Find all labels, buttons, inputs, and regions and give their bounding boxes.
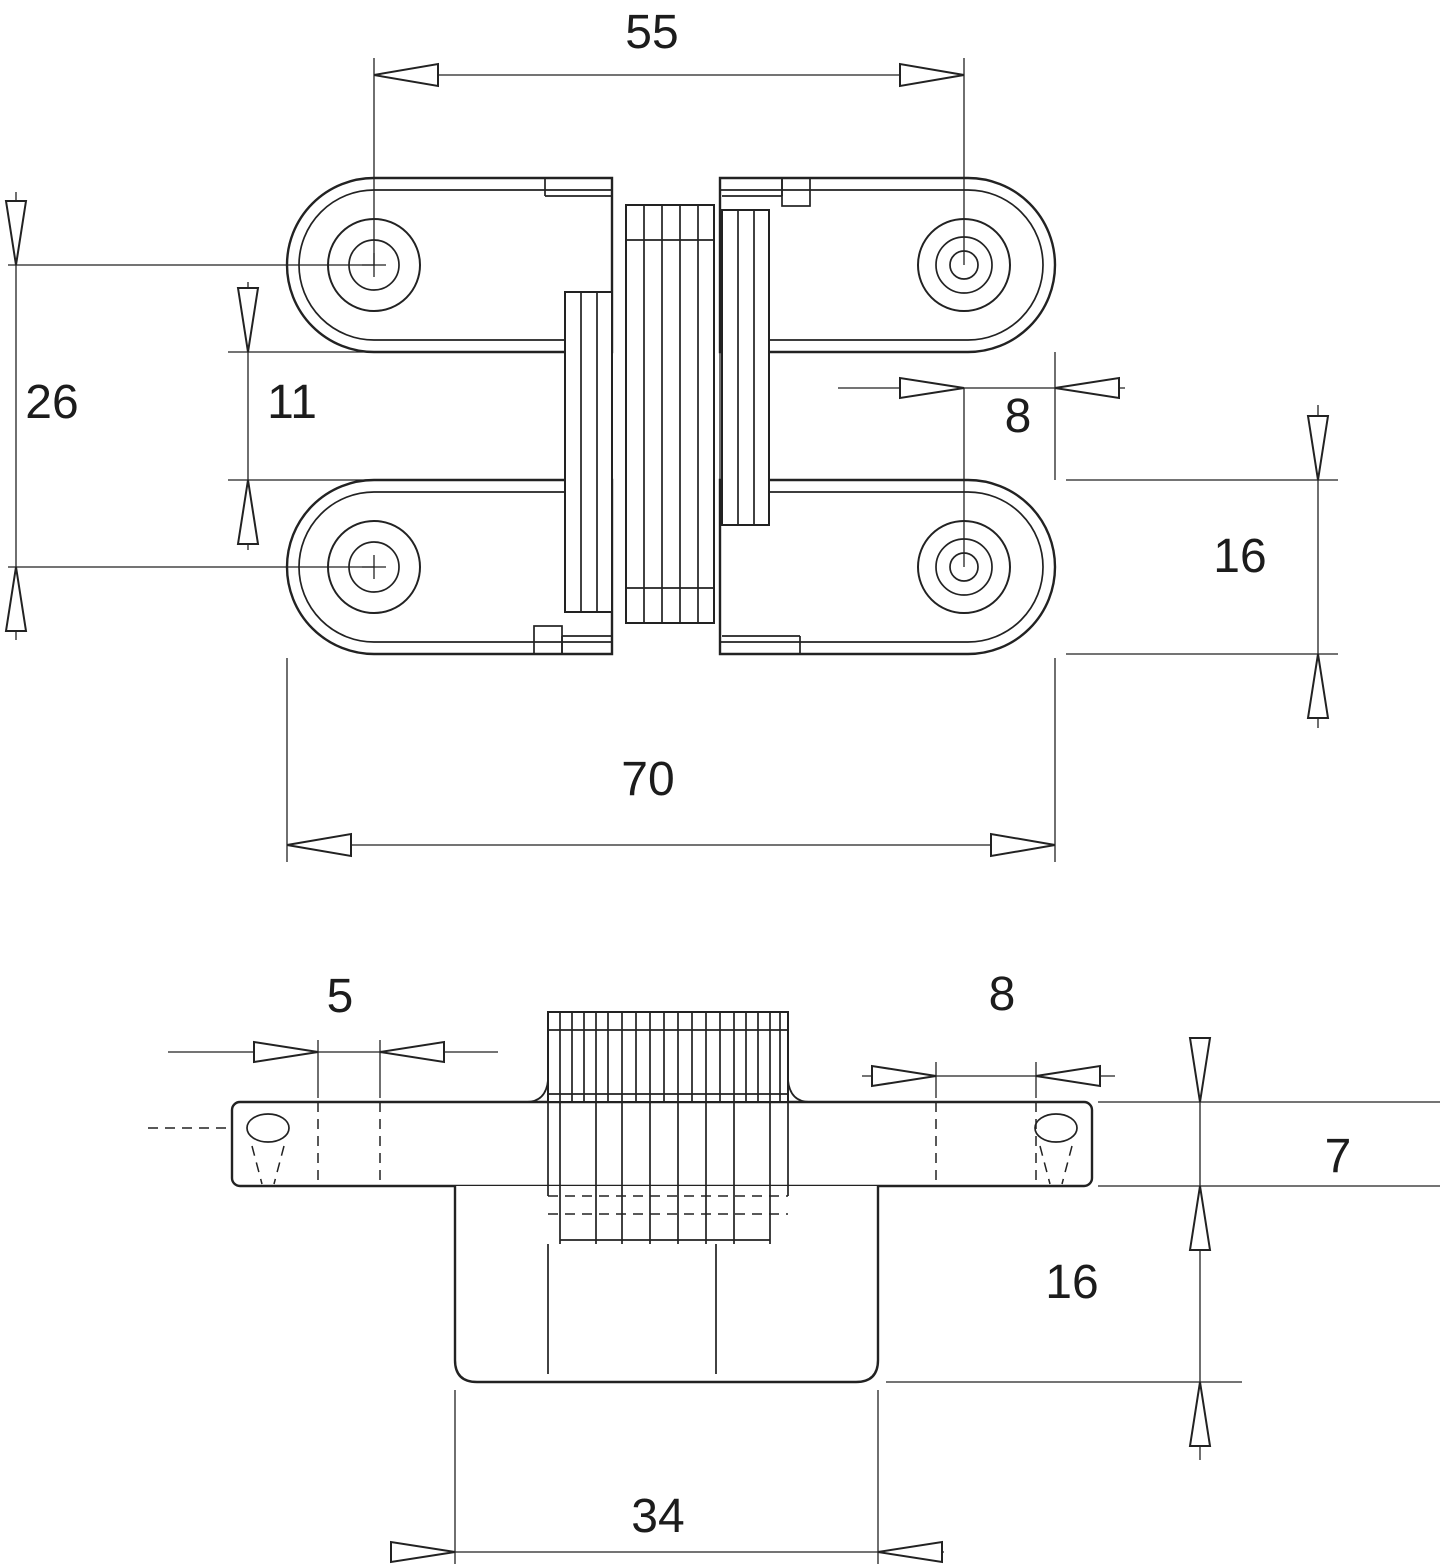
dim-hole-dia-right: 8 xyxy=(862,968,1115,1098)
dim-leaf-thickness: 7 xyxy=(1098,1037,1440,1460)
dim-label-8-side: 8 xyxy=(989,968,1016,1021)
dim-body-length: 34 xyxy=(390,1390,944,1564)
dim-hole-spacing-v: 26 xyxy=(4,192,374,640)
arrowhead-right xyxy=(877,1540,943,1564)
arrowhead-top xyxy=(1188,1037,1212,1103)
arrowhead-right xyxy=(379,1040,445,1064)
dim-label-34: 34 xyxy=(631,1490,684,1543)
arrowhead-left xyxy=(286,832,352,858)
knuckle-side xyxy=(547,1011,789,1374)
arrowhead-left xyxy=(390,1540,456,1564)
arrowhead-left xyxy=(871,1064,937,1088)
leaf-tab-bottom-left xyxy=(533,625,563,655)
knuckle-left-links xyxy=(564,291,613,613)
knuckle-right-links xyxy=(721,209,770,526)
dim-arm-gap: 11 xyxy=(228,282,374,550)
dim-label-26: 26 xyxy=(25,376,78,429)
dim-label-7: 7 xyxy=(1325,1130,1352,1183)
arrowhead-top xyxy=(236,287,260,353)
countersink-hidden-right xyxy=(935,1102,1073,1186)
dim-overall-length: 70 xyxy=(286,658,1056,862)
arrowhead-top xyxy=(4,200,28,266)
dim-label-16-top: 16 xyxy=(1213,530,1266,583)
side-view: 5 8 7 16 34 xyxy=(148,968,1440,1564)
knuckle-fillet-left xyxy=(525,1079,549,1103)
knuckle-fillet-right xyxy=(787,1079,811,1103)
dim-label-16-side: 16 xyxy=(1045,1256,1098,1309)
leaf-notch-top-left xyxy=(544,178,612,197)
arrowhead-bottom xyxy=(1188,1185,1212,1251)
dim-arm-width: 16 xyxy=(1066,405,1338,728)
arrowhead-top xyxy=(1306,415,1330,481)
dim-label-70: 70 xyxy=(621,753,674,806)
arrowhead-right xyxy=(899,62,965,88)
mortise-body xyxy=(453,1186,880,1384)
dim-hole-dia-left: 5 xyxy=(168,970,498,1098)
top-view: 55 26 11 8 16 xyxy=(4,6,1338,862)
screw-slot-left xyxy=(246,1113,290,1143)
leaf-tab-top-right xyxy=(781,177,811,207)
arrowhead-bottom xyxy=(1188,1381,1212,1447)
arrowhead-left xyxy=(899,376,965,400)
arrowhead-bottom xyxy=(4,566,28,632)
arrowhead-bottom xyxy=(236,479,260,545)
knuckle-assembly xyxy=(564,204,770,624)
knuckle-center-block xyxy=(625,204,715,624)
arrowhead-left xyxy=(373,62,439,88)
dim-label-8-top: 8 xyxy=(1005,390,1032,443)
arrowhead-right xyxy=(1054,376,1120,400)
screw-slot-right xyxy=(1034,1113,1078,1143)
arrowhead-bottom xyxy=(1306,653,1330,719)
dim-body-depth: 16 xyxy=(886,1256,1242,1447)
countersink-hidden-left xyxy=(251,1102,381,1186)
dim-label-55: 55 xyxy=(625,6,678,59)
arrowhead-right xyxy=(990,832,1056,858)
dim-hole-spacing-h: 55 xyxy=(373,6,965,265)
arrowhead-left xyxy=(253,1040,319,1064)
screw-holes xyxy=(327,218,1011,614)
dim-label-5: 5 xyxy=(327,970,354,1023)
dim-label-11: 11 xyxy=(267,376,317,429)
arrowhead-right xyxy=(1035,1064,1101,1088)
side-screw-holes xyxy=(148,1102,1078,1186)
leaf-notch-bottom-right xyxy=(722,635,801,654)
leaf-plate xyxy=(230,1100,1094,1188)
dim-hole-to-end: 8 xyxy=(838,352,1125,567)
